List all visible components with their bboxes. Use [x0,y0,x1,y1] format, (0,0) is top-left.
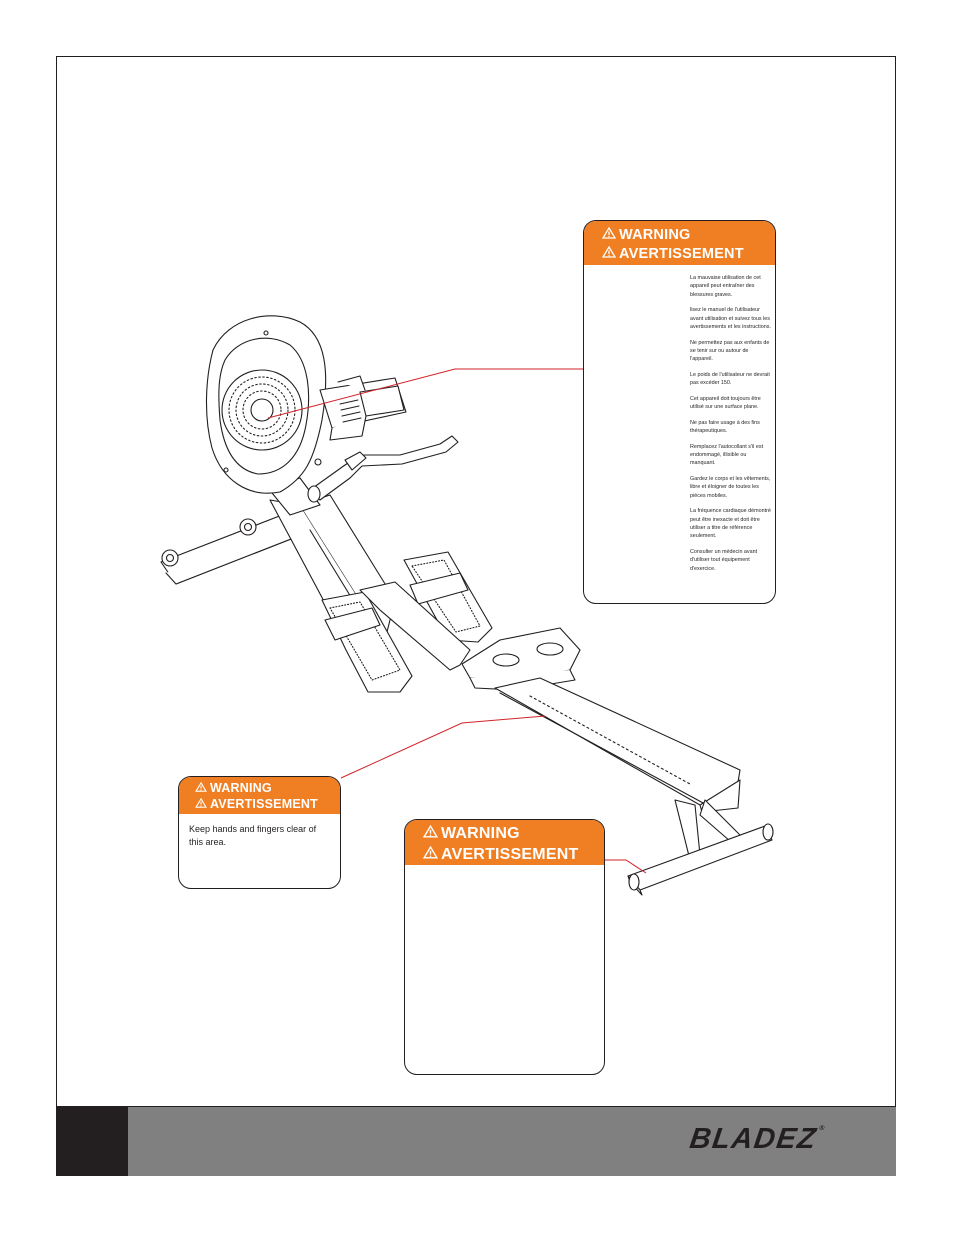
avertissement-text: AVERTISSEMENT [210,797,318,811]
instruction-paragraph: La mauvaise utilisation de cet appareil … [690,275,761,298]
instruction-paragraph: lisez le manuel de l'utilisateur avant u… [690,307,771,330]
warning-label-fan: WARNING AVERTISSEMENT La mauvaise utilis… [583,220,776,604]
leader-lines [267,368,647,874]
warning-text: WARNING [441,825,520,842]
warning-instructions: La mauvaise utilisation de cet appareil … [690,274,772,580]
warning-header: WARNING AVERTISSEMENT [584,221,775,265]
warning-label-stabilizer: WARNING AVERTISSEMENT [404,819,605,1075]
warning-text: WARNING [619,227,691,243]
instruction-paragraph: Le poids de l'utilisateur ne devrait pas… [690,371,770,387]
warning-body-text: Keep hands and fingers clear of this are… [189,824,317,847]
right-footrest [403,551,493,643]
rail [494,677,741,813]
warning-triangle-icon [422,844,439,865]
monitor [319,375,407,441]
instruction-paragraph: Gardez le corps et les vêtements, libre … [690,476,771,499]
front-stabilizer [627,799,774,896]
warning-triangle-icon [601,226,617,245]
avertissement-text: AVERTISSEMENT [619,246,744,262]
fan-housing [205,315,327,494]
warning-label-rail: WARNING AVERTISSEMENT Keep hands and fin… [178,776,341,889]
instruction-paragraph: Ne permettez pas aux enfants de se tenir… [690,339,770,363]
warning-text: WARNING [210,781,272,795]
left-footrest [321,591,413,693]
trademark-mark: ® [818,1125,827,1132]
avertissement-text: AVERTISSEMENT [441,846,579,863]
warning-triangle-icon [601,245,617,264]
warning-header: WARNING AVERTISSEMENT [179,777,340,814]
seat [359,581,581,691]
instruction-paragraph: Cet appareil doit toujours être utilisé … [690,395,761,411]
instruction-paragraph: Ne pas faire usage à des fins thérapeuti… [690,419,760,435]
instruction-paragraph: La fréquence cardiaque démontré peut êtr… [690,508,771,540]
instruction-paragraph: Consulter un médecin avant d'utiliser to… [690,548,758,572]
handlebar [307,435,459,503]
warning-triangle-icon [422,823,439,844]
footer-tab [56,1107,128,1176]
brand-logo: BLADEZ® [687,1123,826,1156]
footer-bar: BLADEZ® [56,1106,896,1176]
instruction-paragraph: Remplacez l'autocollant s'il est endomma… [690,443,764,467]
warning-triangle-icon [195,796,207,812]
warning-triangle-icon [195,780,207,796]
brand-name: BLADEZ [687,1123,819,1155]
warning-header: WARNING AVERTISSEMENT [405,820,604,865]
